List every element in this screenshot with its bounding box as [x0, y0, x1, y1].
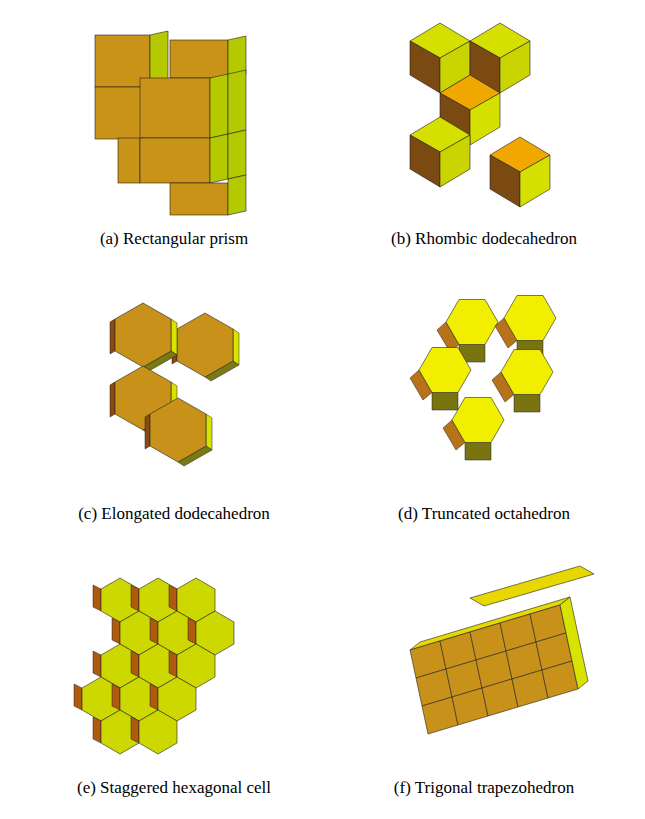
subfigure-caption: (a) Rectangular prism [100, 229, 248, 249]
rectangular-prism-cluster [95, 31, 246, 215]
subfigure-caption: (b) Rhombic dodecahedron [391, 229, 577, 249]
staggered-hexagonal-cell-cluster [74, 578, 234, 754]
elongated-dodecahedron-cluster [110, 303, 239, 466]
subfigure-caption: (f) Trigonal trapezohedron [394, 778, 574, 798]
subfigure-caption: (c) Elongated dodecahedron [78, 504, 270, 524]
rhombic-dodecahedron-cluster [410, 23, 550, 207]
truncated-octahedron-cluster [410, 296, 556, 461]
subfigure-caption: (e) Staggered hexagonal cell [77, 778, 271, 798]
subfigure-caption: (d) Truncated octahedron [398, 504, 570, 524]
trigonal-trapezohedron-cluster [410, 566, 594, 734]
